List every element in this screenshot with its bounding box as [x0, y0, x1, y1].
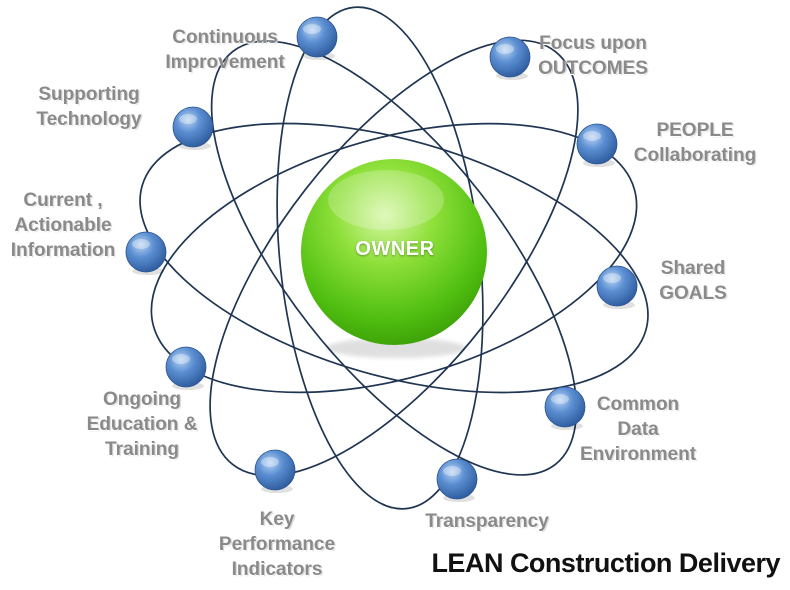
orbit-group: [139, 6, 649, 510]
node-supporting-technology: [172, 106, 214, 148]
node-common-data-environment: [544, 386, 586, 428]
node-highlight: [132, 239, 150, 249]
node-highlight: [496, 44, 514, 54]
node-ongoing-education-training: [165, 346, 207, 388]
node-highlight: [583, 131, 601, 141]
orbit-ellipse: [210, 40, 578, 476]
node-shared-goals: [596, 265, 638, 307]
node-highlight: [551, 394, 569, 404]
node-continuous-improvement: [296, 16, 338, 58]
node-people-collaborating: [576, 123, 618, 165]
orbit-ellipse: [150, 122, 638, 394]
owner-label: OWNER: [355, 238, 435, 260]
node-highlight: [303, 24, 321, 34]
owner-hub: [301, 159, 487, 358]
node-highlight: [603, 273, 621, 283]
node-current-actionable-information: [125, 231, 167, 273]
orbit-ellipse: [139, 122, 649, 394]
node-transparency: [436, 458, 478, 500]
node-highlight: [179, 114, 197, 124]
node-highlight: [172, 354, 190, 364]
owner-circle: [301, 159, 487, 345]
diagram-caption: LEAN Construction Delivery: [431, 548, 780, 578]
node-highlight: [261, 457, 279, 467]
node-highlight: [443, 466, 461, 476]
node-key-performance-indicators: [254, 449, 296, 491]
node-focus-upon-outcomes: [489, 36, 531, 78]
label-transparency: Transparency: [425, 511, 549, 532]
node-circles: [125, 16, 638, 502]
